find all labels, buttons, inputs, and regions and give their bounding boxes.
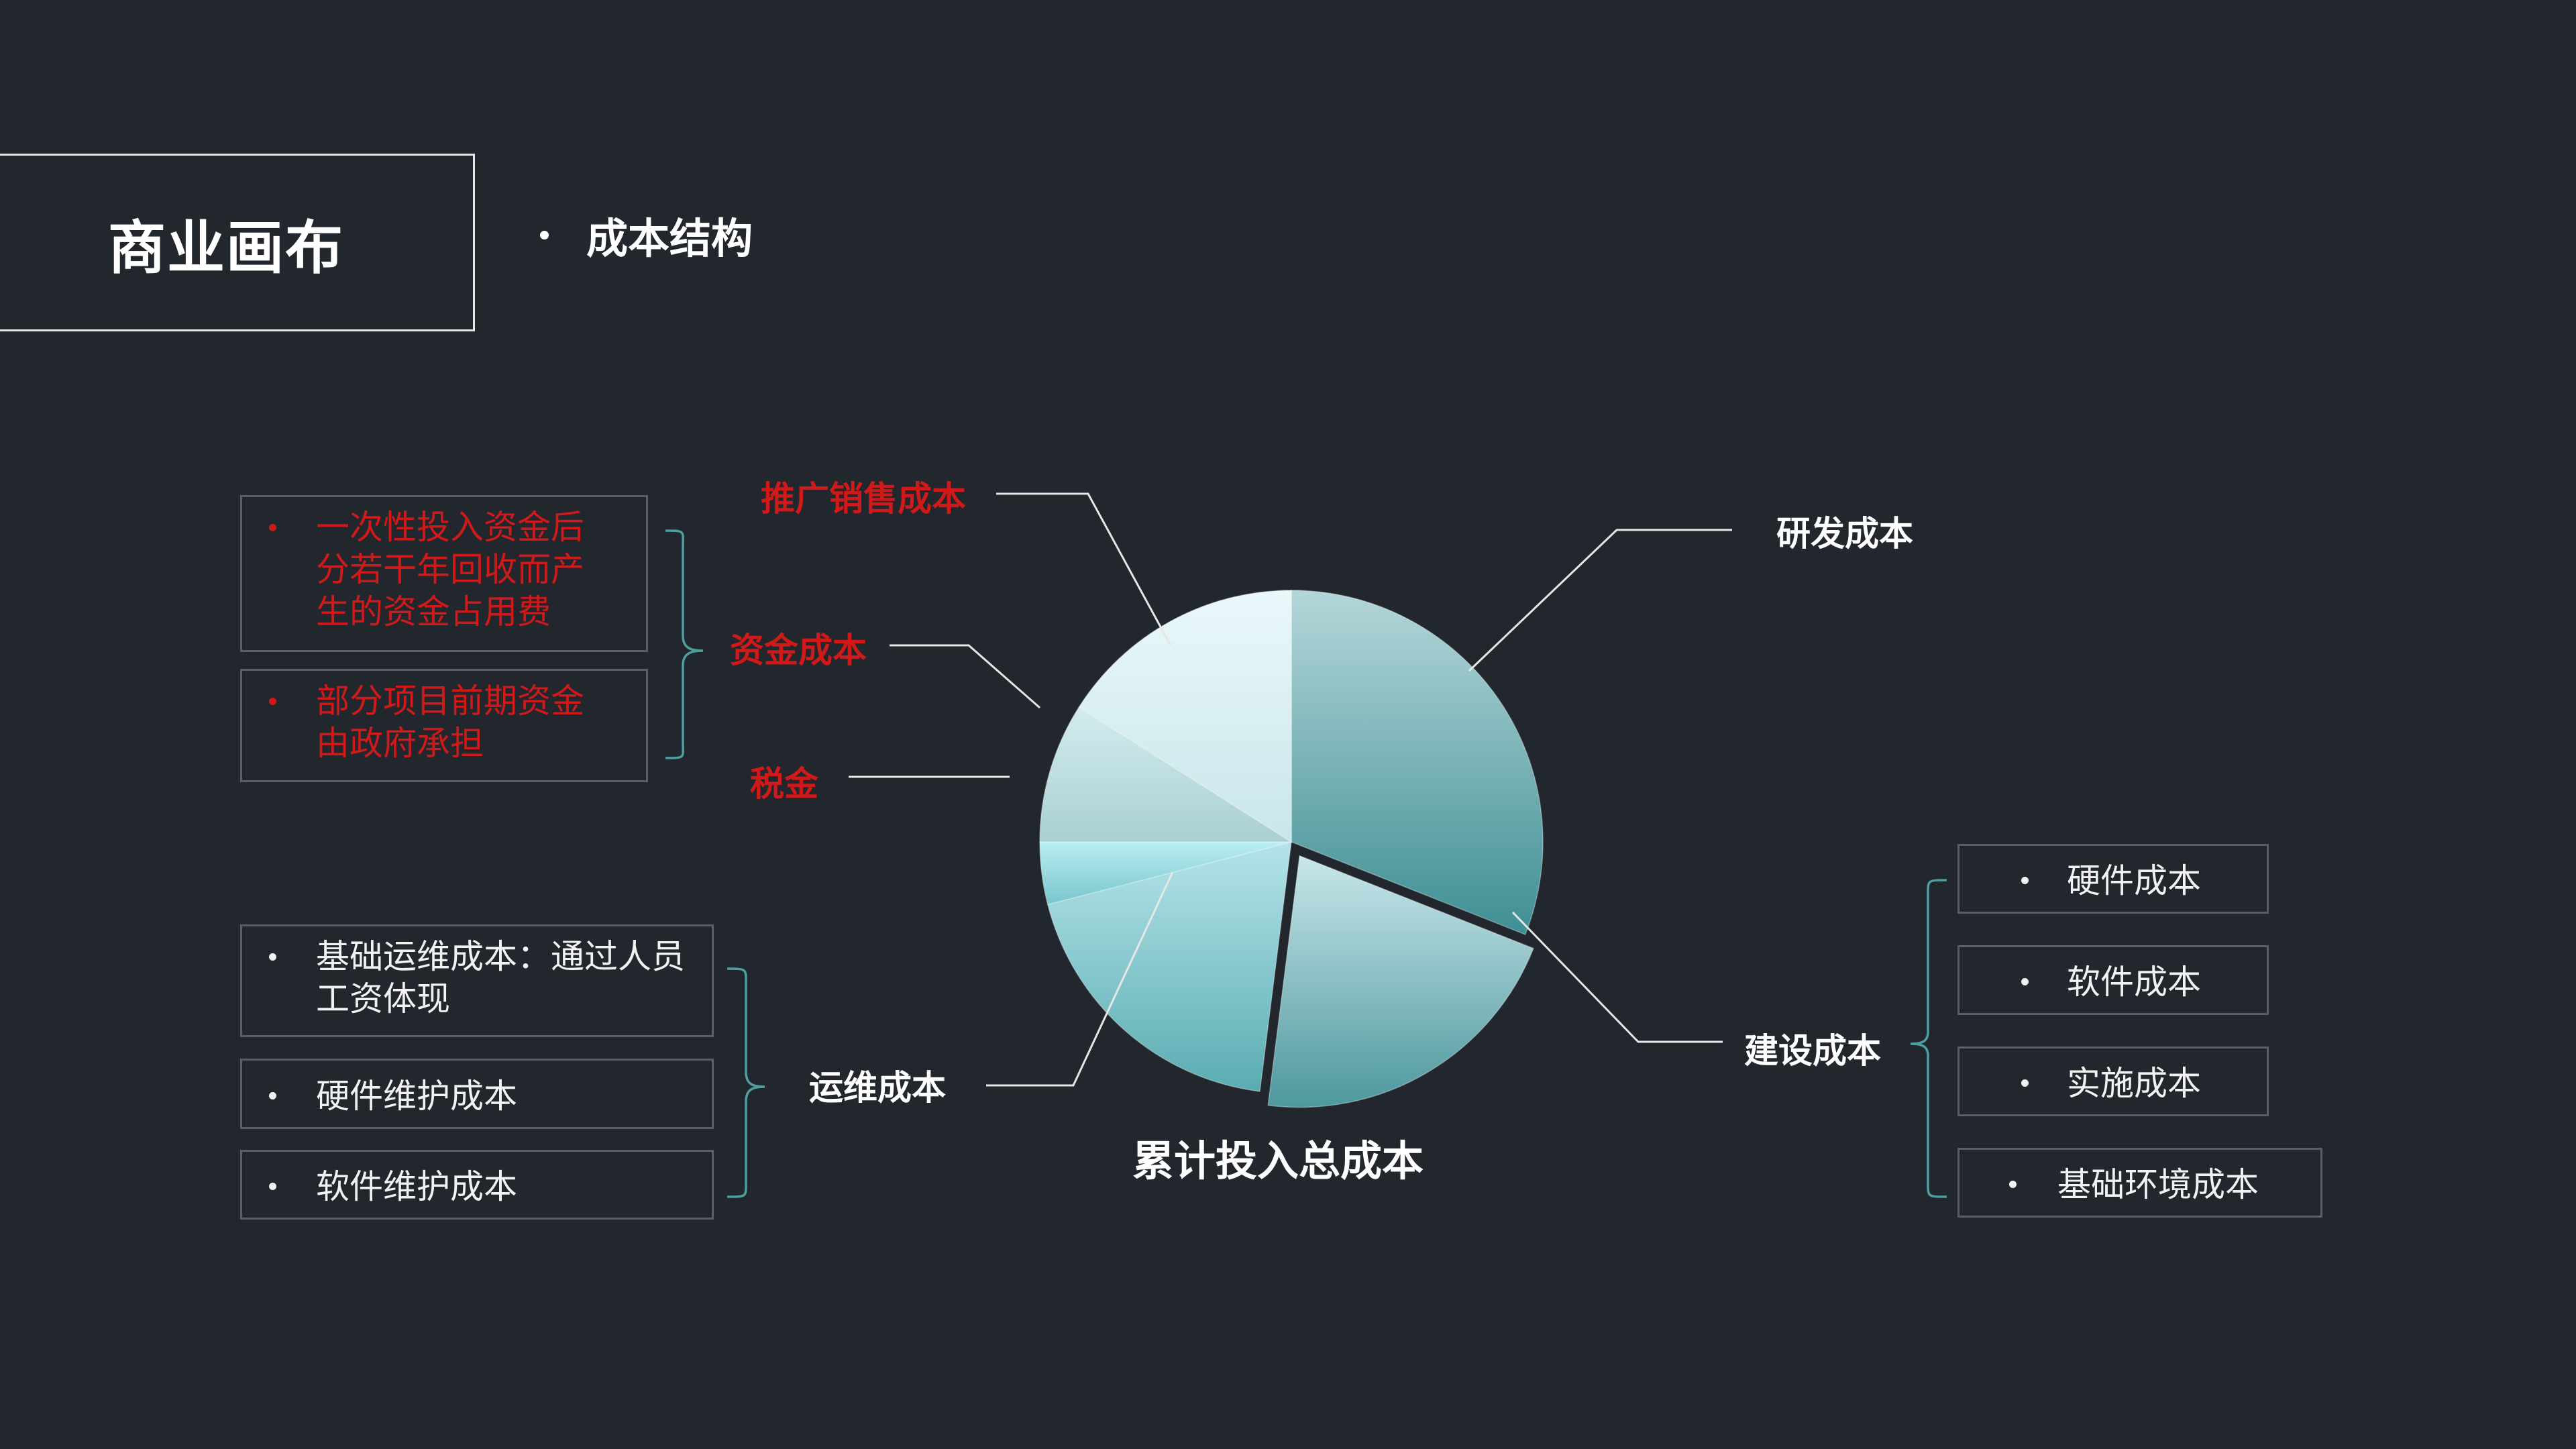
connector-operations: [986, 871, 1174, 1087]
connector-lines: [665, 492, 1947, 1198]
connector-capital: [890, 644, 1040, 709]
bullet-icon: [269, 1092, 276, 1099]
pie-slice-6: [1078, 590, 1292, 843]
pie-slice-2: [1267, 855, 1534, 1108]
label-construction: 建设成本: [1744, 1032, 1882, 1071]
bullet-icon: [2021, 1079, 2029, 1087]
construction-note-2: 软件成本: [1957, 945, 2269, 1015]
title-box: 商业画布: [0, 154, 475, 331]
pie-slice-5: [1039, 706, 1293, 843]
capital-note-2-text: 部分项目前期资金由政府承担: [316, 682, 584, 763]
pie-chart: [1039, 590, 1544, 1108]
pie-slice-1: [1291, 590, 1544, 936]
label-rnd: 研发成本: [1776, 515, 1914, 554]
page-title: 商业画布: [108, 215, 344, 282]
bullet-icon: [2021, 877, 2029, 884]
construction-note-3: 实施成本: [1957, 1046, 2269, 1116]
operations-note-2: 硬件维护成本: [240, 1059, 714, 1129]
operations-note-1: 基础运维成本：通过人员工资体现: [240, 924, 714, 1037]
subtitle-text: 成本结构: [586, 214, 753, 263]
capital-note-2: 部分项目前期资金由政府承担: [240, 669, 648, 782]
label-promotion: 推广销售成本: [761, 480, 967, 519]
brace-construction: [1910, 879, 1947, 1198]
brace-capital: [665, 529, 704, 759]
operations-note-1-text: 基础运维成本：通过人员工资体现: [316, 937, 685, 1018]
label-operations: 运维成本: [809, 1069, 947, 1108]
bullet-icon: [2021, 978, 2029, 985]
bullet-icon: [269, 953, 276, 961]
bullet-icon: [269, 524, 276, 531]
pie-slice-3: [1046, 841, 1292, 1092]
label-tax: 税金: [750, 765, 819, 804]
bullet-icon: [269, 698, 276, 705]
operations-note-2-text: 硬件维护成本: [316, 1077, 517, 1116]
operations-note-3-text: 软件维护成本: [316, 1167, 517, 1206]
construction-note-4-text: 基础环境成本: [2057, 1165, 2259, 1204]
construction-note-3-text: 实施成本: [2067, 1064, 2201, 1103]
construction-note-1: 硬件成本: [1957, 844, 2269, 914]
pie-caption: 累计投入总成本: [1132, 1136, 1424, 1185]
connector-rnd: [1468, 529, 1732, 672]
operations-note-3: 软件维护成本: [240, 1150, 714, 1220]
bullet-icon: [269, 1183, 276, 1190]
connector-construction: [1511, 911, 1723, 1043]
construction-note-4: 基础环境成本: [1957, 1148, 2322, 1218]
connector-promotion: [996, 492, 1172, 646]
brace-operations: [727, 967, 765, 1198]
capital-note-1: 一次性投入资金后分若干年回收而产生的资金占用费: [240, 495, 648, 652]
bullet-icon: [2009, 1181, 2017, 1188]
label-capital: 资金成本: [730, 631, 867, 671]
bullet-icon: [540, 230, 549, 239]
construction-note-1-text: 硬件成本: [2067, 861, 2201, 900]
subtitle: 成本结构: [540, 205, 753, 265]
construction-note-2-text: 软件成本: [2067, 963, 2201, 1002]
capital-note-1-text: 一次性投入资金后分若干年回收而产生的资金占用费: [316, 508, 584, 631]
pie-slice-4: [1039, 841, 1292, 906]
